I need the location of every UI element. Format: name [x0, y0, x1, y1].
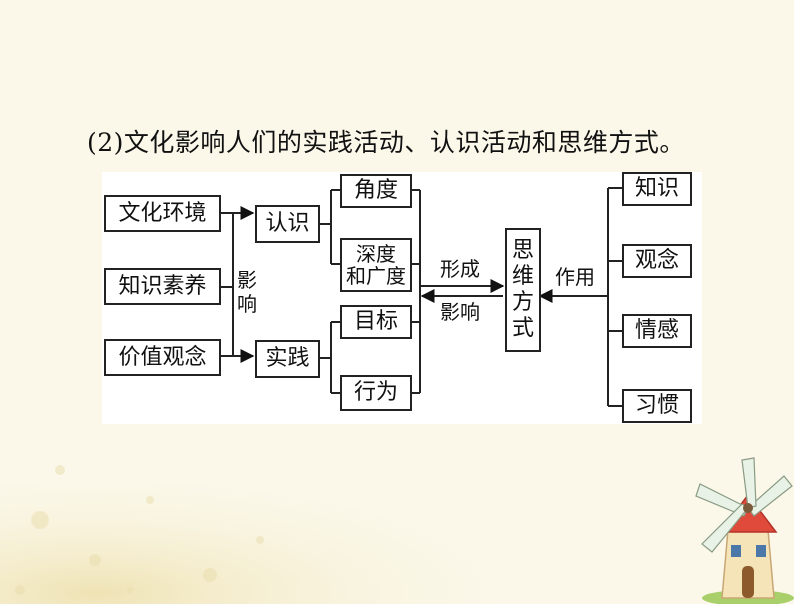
aspect-box-behavior: 行为 — [340, 375, 412, 411]
aspect-box-depth-breadth: 深度 和广度 — [340, 238, 412, 292]
aspect-box-angle: 角度 — [340, 174, 412, 208]
influence-label-char: 影 — [237, 268, 257, 292]
factor-box-knowledge: 知识 — [622, 172, 692, 206]
effect-label: 影响 — [440, 300, 480, 324]
aspect-box-goal: 目标 — [340, 305, 412, 339]
thinking-char: 方 — [511, 290, 534, 315]
input-box-knowledge-literacy: 知识素养 — [104, 268, 221, 305]
thinking-char: 思 — [511, 238, 534, 264]
factor-box-habit: 习惯 — [622, 389, 692, 423]
thinking-char: 式 — [511, 315, 534, 341]
role-label: 作用 — [555, 265, 595, 289]
page-heading: (2)文化影响人们的实践活动、认识活动和思维方式。 — [87, 128, 685, 157]
input-box-culture-environment: 文化环境 — [104, 195, 221, 232]
influence-label: 影 响 — [237, 268, 257, 316]
input-box-values: 价值观念 — [104, 339, 221, 376]
activity-box-cognition: 认识 — [255, 205, 320, 243]
form-label: 形成 — [440, 257, 480, 281]
activity-box-practice: 实践 — [255, 340, 320, 378]
factor-box-concept: 观念 — [622, 244, 692, 278]
thinking-char: 维 — [511, 264, 534, 290]
aspect-line: 深度 — [356, 242, 396, 266]
influence-label-char: 响 — [237, 292, 257, 316]
thinking-mode-box: 思 维 方 式 — [505, 228, 541, 352]
aspect-line: 和广度 — [346, 264, 406, 288]
factor-box-emotion: 情感 — [622, 314, 692, 348]
